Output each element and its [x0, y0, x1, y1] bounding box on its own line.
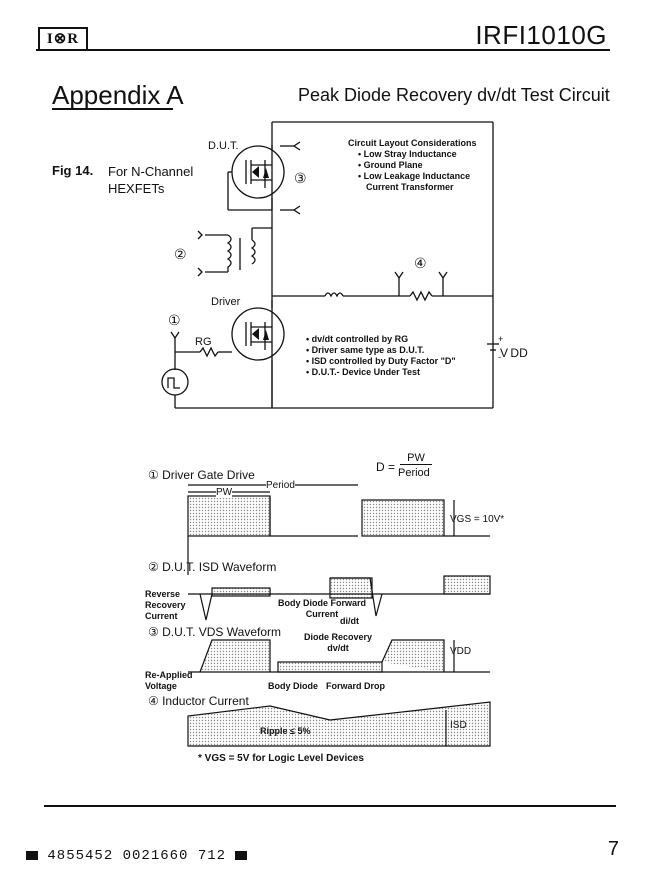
section-title: Peak Diode Recovery dv/dt Test Circuit — [298, 85, 610, 105]
marker-3: ③ — [294, 170, 307, 186]
text-line: dv/dt — [327, 643, 349, 653]
circuit-notes: • dv/dt controlled by RG • Driver same t… — [306, 334, 491, 378]
body-diode-forward-label: Body Diode Forward Current — [278, 598, 366, 620]
text-line: Voltage — [145, 681, 177, 691]
ripple-label: Ripple ≤ 5% — [260, 726, 311, 736]
footer-code: 4855452 0021660 712 — [26, 848, 248, 864]
note-item: • dv/dt controlled by RG — [306, 334, 409, 344]
appendix-heading: Appendix A — [52, 80, 184, 110]
text-line: Re-Applied — [145, 670, 193, 680]
plus-sign: + — [498, 334, 504, 344]
note-item: • Driver same type as D.U.T. — [306, 345, 425, 355]
caption-line-2: HEXFETs — [108, 181, 165, 196]
reapplied-voltage-label: Re-Applied Voltage — [145, 670, 193, 692]
layout-title: Circuit Layout Considerations — [348, 138, 477, 148]
footnote: * VGS = 5V for Logic Level Devices — [198, 753, 364, 764]
figure-caption: For N-Channel HEXFETs — [108, 163, 218, 197]
layout-item: • Ground Plane — [358, 160, 423, 170]
reverse-recovery-label: Reverse Recovery Current — [145, 589, 186, 622]
text-line: Body Diode Forward — [278, 598, 367, 608]
vdd-source-label: V DD — [500, 346, 528, 360]
barcode-number: 4855452 0021660 712 — [47, 848, 227, 864]
text-line: Diode Recovery — [304, 632, 373, 642]
waveform-diagram — [187, 484, 491, 747]
waveform-3-label: ③ D.U.T. VDS Waveform — [148, 625, 281, 639]
duty-pw: PW — [400, 452, 432, 465]
marker-4: ④ — [414, 255, 427, 271]
text-line: Current — [305, 609, 339, 619]
minus-sign: - — [498, 352, 501, 362]
layout-considerations: Circuit Layout Considerations • Low Stra… — [348, 138, 493, 193]
layout-item: • Low Stray Inductance — [358, 149, 457, 159]
marker-1: ① — [168, 312, 181, 328]
appendix-underline — [52, 108, 173, 110]
black-block — [26, 850, 38, 860]
rg-label: RG — [195, 336, 212, 348]
body-diode-drop-label: Body Diode — [268, 681, 319, 691]
vdd-level-label: VDD — [450, 646, 472, 657]
black-block — [235, 850, 248, 860]
caption-line-1: For N-Channel — [108, 164, 194, 179]
header-rule — [36, 49, 610, 51]
waveform-1-label: ① Driver Gate Drive — [148, 468, 255, 482]
page-number: 7 — [607, 838, 619, 860]
text-line: Recovery — [145, 600, 186, 610]
part-number: IRFI1010G — [475, 20, 607, 50]
layout-item: • Low Leakage Inductance — [358, 171, 471, 181]
driver-label: Driver — [211, 296, 241, 308]
waveform-2-label: ② D.U.T. ISD Waveform — [148, 560, 277, 574]
vgs-label: VGS = 10V* — [450, 514, 505, 525]
waveform-4-label: ④ Inductor Current — [148, 694, 249, 708]
layout-item: Current Transformer — [366, 182, 454, 192]
didt-label: di/dt — [340, 616, 359, 626]
duty-factor-label: D = — [376, 460, 396, 474]
pw-label: PW — [216, 487, 233, 498]
note-item: • ISD controlled by Duty Factor "D" — [306, 356, 456, 366]
footer-rule — [44, 805, 616, 807]
diode-recovery-label: Diode Recovery dv/dt — [304, 632, 372, 654]
forward-drop-label: Forward Drop — [326, 681, 386, 691]
text-line: Current — [145, 611, 178, 621]
test-circuit-schematic — [161, 121, 499, 409]
period-label: Period — [266, 480, 295, 491]
marker-2: ② — [174, 246, 187, 262]
duty-period: Period — [398, 467, 430, 479]
isd-level-label: ISD — [450, 720, 467, 731]
note-item: • D.U.T.- Device Under Test — [306, 367, 421, 377]
dut-label: D.U.T. — [208, 140, 239, 152]
figure-number: Fig 14. — [52, 163, 94, 178]
text-line: Reverse — [145, 589, 181, 599]
